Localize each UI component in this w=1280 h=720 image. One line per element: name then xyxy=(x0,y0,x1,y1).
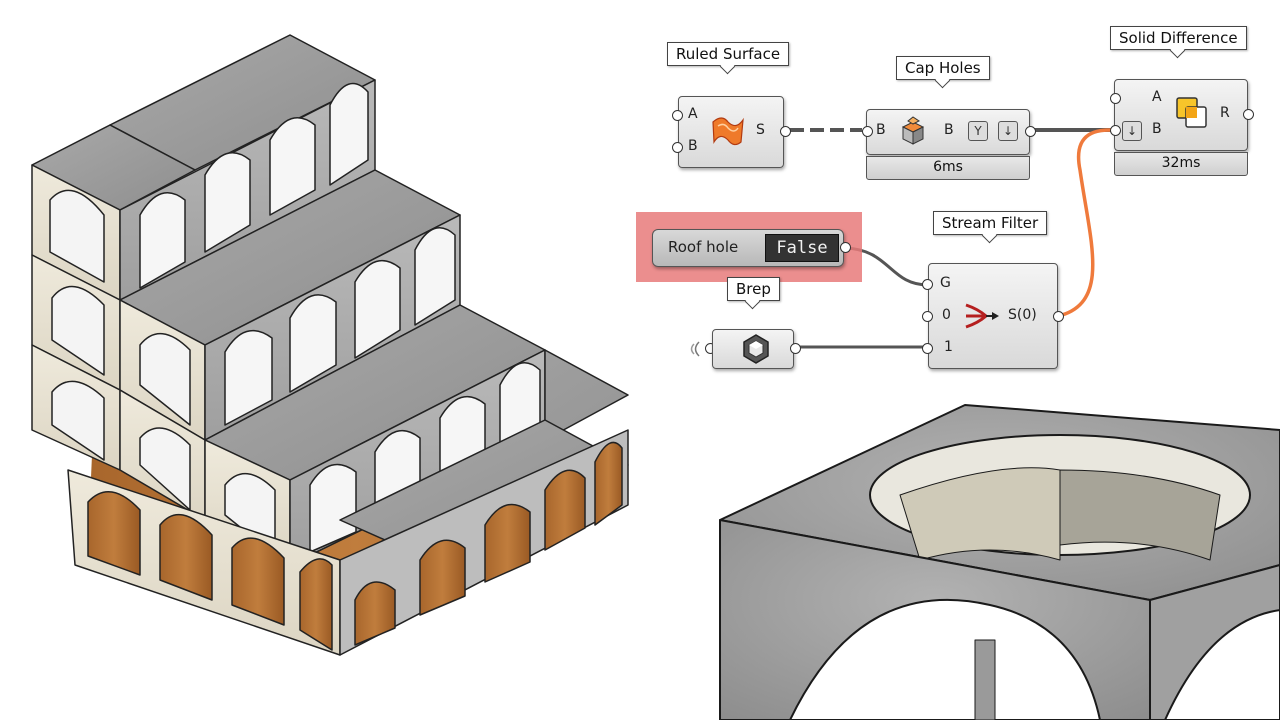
stream-filter-input-1-port[interactable] xyxy=(922,343,933,354)
cube-closeup-model xyxy=(719,404,1280,720)
cap-holes-output-port[interactable] xyxy=(1025,126,1036,137)
cap-holes-node[interactable]: B B Y ↓ 6ms xyxy=(862,109,1036,181)
stream-filter-input-1-label: 1 xyxy=(944,339,953,355)
brep-title: Brep xyxy=(727,277,780,301)
graph-wires xyxy=(790,128,1113,349)
stream-filter-output-port[interactable] xyxy=(1053,311,1064,322)
cap-holes-input-label: B xyxy=(876,122,886,138)
solid-difference-icon xyxy=(1176,97,1207,128)
ruled-surface-node[interactable]: A B S xyxy=(672,96,791,168)
flatten-icon[interactable]: ↓ xyxy=(998,121,1018,141)
cap-holes-icon xyxy=(901,116,925,145)
cap-holes-title: Cap Holes xyxy=(896,56,990,80)
cap-holes-timer: 6ms xyxy=(866,156,1030,180)
ruled-surface-output-label: S xyxy=(756,122,765,138)
solid-difference-node[interactable]: A B R ↓ 32ms xyxy=(1110,79,1254,179)
brep-param-node[interactable] xyxy=(686,329,801,369)
ruled-surface-input-a-port[interactable] xyxy=(672,110,683,121)
flatten-input-b-icon[interactable]: ↓ xyxy=(1122,121,1142,141)
wireless-icon xyxy=(690,341,700,357)
solid-difference-timer: 32ms xyxy=(1114,152,1248,176)
stream-filter-input-0-label: 0 xyxy=(942,307,951,323)
solid-difference-input-a-port[interactable] xyxy=(1110,93,1121,104)
stream-filter-input-g-port[interactable] xyxy=(922,279,933,290)
stream-filter-node[interactable]: G 0 1 S(0) xyxy=(922,263,1064,369)
ruled-surface-input-a-label: A xyxy=(688,106,698,122)
solid-difference-input-b-label: B xyxy=(1152,121,1162,137)
brep-icon xyxy=(743,334,769,364)
arch-structure-model xyxy=(31,34,629,656)
stream-filter-title: Stream Filter xyxy=(933,211,1048,235)
cap-holes-output-label: B xyxy=(944,122,954,138)
brep-output-port[interactable] xyxy=(790,343,801,354)
stream-filter-input-0-port[interactable] xyxy=(922,311,933,322)
roof-hole-toggle-value[interactable]: False xyxy=(765,234,839,262)
stream-filter-icon xyxy=(965,303,999,329)
stream-filter-output-label: S(0) xyxy=(1008,307,1037,323)
solid-difference-input-b-port[interactable] xyxy=(1110,125,1121,136)
solid-difference-input-a-label: A xyxy=(1152,89,1162,105)
roof-hole-toggle[interactable]: Roof hole False xyxy=(652,229,852,267)
graft-icon[interactable]: Y xyxy=(968,121,988,141)
roof-hole-toggle-label: Roof hole xyxy=(668,238,739,256)
solid-difference-output-label: R xyxy=(1220,105,1230,121)
ruled-surface-title: Ruled Surface xyxy=(667,42,790,66)
ruled-surface-icon xyxy=(712,117,744,146)
solid-difference-title: Solid Difference xyxy=(1110,26,1247,50)
ruled-surface-input-b-label: B xyxy=(688,138,698,154)
ruled-surface-output-port[interactable] xyxy=(780,126,791,137)
solid-difference-output-port[interactable] xyxy=(1243,109,1254,120)
ruled-surface-input-b-port[interactable] xyxy=(672,142,683,153)
cap-holes-input-port[interactable] xyxy=(862,126,873,137)
stream-filter-input-g-label: G xyxy=(940,275,951,291)
roof-hole-toggle-output-port[interactable] xyxy=(840,242,851,253)
